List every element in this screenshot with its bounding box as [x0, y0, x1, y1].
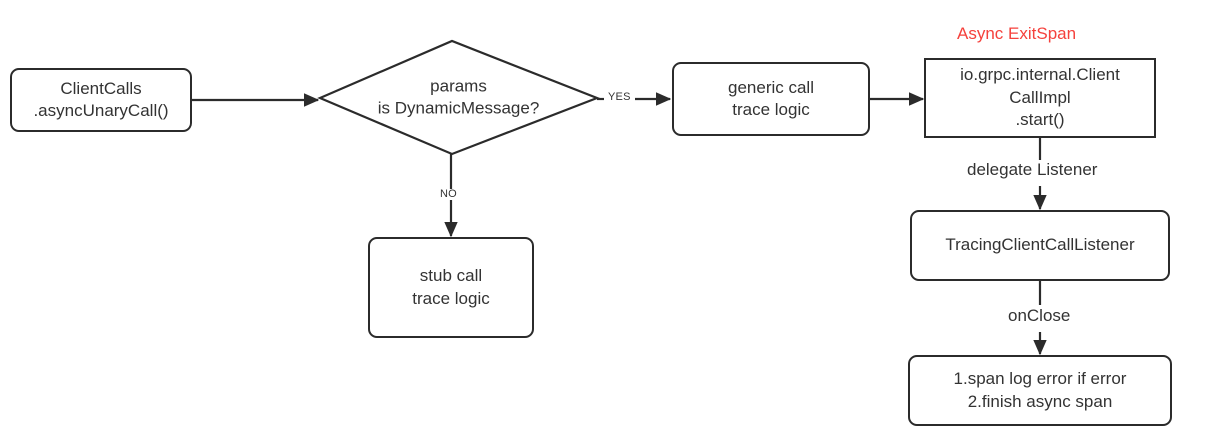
- node-tracing-client-call-listener-label: TracingClientCallListener: [945, 235, 1135, 255]
- node-span-finish-steps-label: 1.span log error if error 2.finish async…: [953, 369, 1127, 411]
- node-client-calls-label: ClientCalls .asyncUnaryCall(): [33, 78, 169, 120]
- edge-label-no: NO: [436, 189, 461, 200]
- node-generic-call-trace-logic[interactable]: generic call trace logic: [672, 62, 870, 136]
- node-stub-call-trace-logic[interactable]: stub call trace logic: [368, 237, 534, 338]
- edge-label-delegate-listener: delegate Listener: [963, 161, 1102, 178]
- node-tracing-client-call-listener[interactable]: TracingClientCallListener: [910, 210, 1170, 281]
- node-span-finish-steps[interactable]: 1.span log error if error 2.finish async…: [908, 355, 1172, 426]
- annotation-async-exit-span: Async ExitSpan: [957, 24, 1077, 43]
- node-generic-call-trace-logic-label: generic call trace logic: [728, 77, 814, 119]
- node-params-decision-label: params is DynamicMessage?: [377, 76, 540, 118]
- node-client-call-impl-label: io.grpc.internal.Client CallImpl .start(…: [960, 65, 1120, 130]
- node-stub-call-trace-logic-label: stub call trace logic: [412, 266, 490, 308]
- node-params-decision[interactable]: params is DynamicMessage?: [320, 41, 597, 154]
- edge-label-yes: YES: [604, 92, 635, 103]
- node-client-call-impl[interactable]: io.grpc.internal.Client CallImpl .start(…: [924, 58, 1156, 138]
- edge-label-on-close: onClose: [1004, 307, 1075, 324]
- node-client-calls[interactable]: ClientCalls .asyncUnaryCall(): [10, 68, 192, 132]
